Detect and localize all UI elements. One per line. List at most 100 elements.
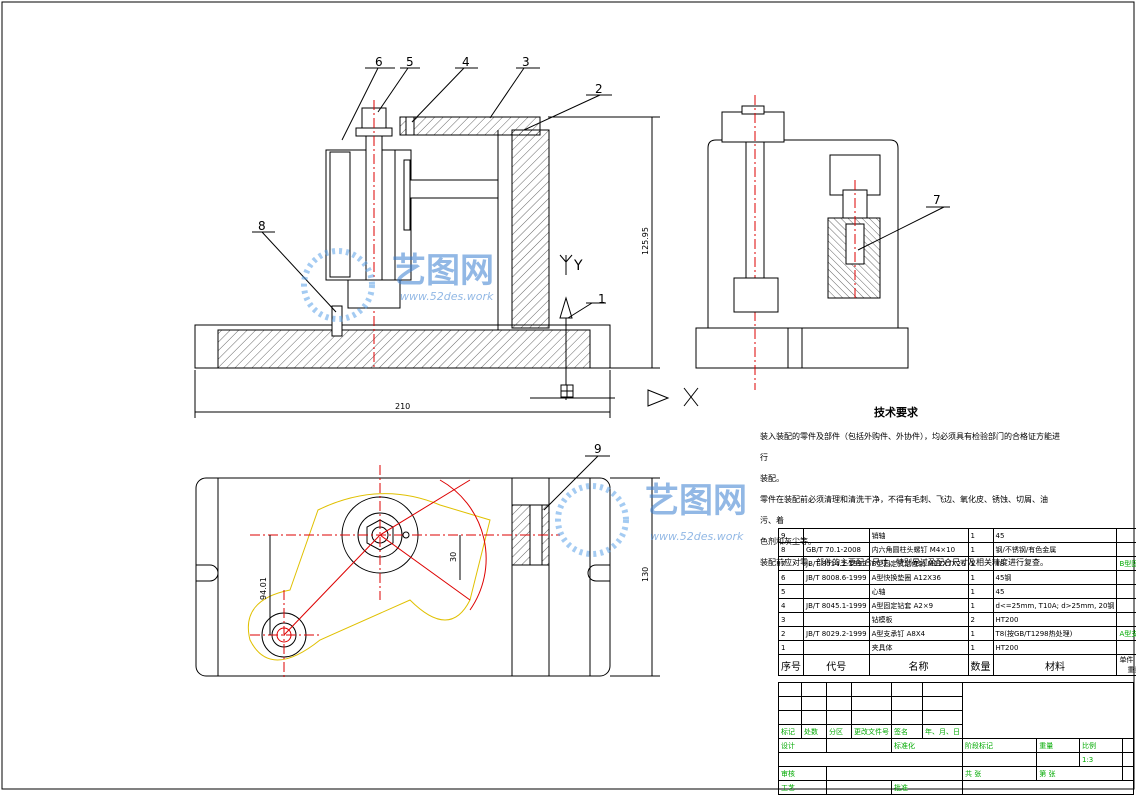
- tb-count: 处数: [802, 725, 827, 739]
- tb-design: 设计: [779, 739, 827, 753]
- bom-cell-qty: 1: [968, 641, 993, 655]
- balloon-9: 9: [594, 442, 602, 456]
- tb-date: 年、月、日: [923, 725, 963, 739]
- dim-left: 94.01: [259, 577, 268, 600]
- bom-cell-no: 8: [779, 543, 804, 557]
- bom-cell-material: 45: [993, 585, 1117, 599]
- bom-cell-no: 9: [779, 529, 804, 543]
- tb-mark: 标记: [779, 725, 802, 739]
- bom-cell-note: [1117, 543, 1136, 557]
- front-view: [195, 68, 698, 418]
- bom-header-unit: 单件: [1119, 656, 1133, 664]
- bom-cell-name: A型快换垫圈 A12X36: [869, 571, 968, 585]
- bom-cell-note: [1117, 613, 1136, 627]
- watermark-site-1: www.52des.work: [400, 290, 494, 303]
- bom-cell-no: 5: [779, 585, 804, 599]
- tb-scale: 比例: [1080, 739, 1123, 753]
- bom-cell-qty: 1: [968, 627, 993, 641]
- bom-cell-note: A型支承钉: [1117, 627, 1136, 641]
- tb-zone: 分区: [827, 725, 852, 739]
- bom-header-no: 序号: [779, 655, 804, 676]
- bom-cell-material: 45: [993, 529, 1117, 543]
- tb-stage-mark: 阶段标记: [963, 739, 1037, 753]
- bom-cell-no: 6: [779, 571, 804, 585]
- dim-width-front: 210: [395, 402, 410, 411]
- tech-line-1: 装入装配的零件及部件（包括外购件、外协件），均必须具有检验部门的合格证方能进行: [760, 426, 1060, 468]
- tb-total: 共 张: [963, 767, 1037, 781]
- axis-y-label: Y: [573, 258, 583, 274]
- bom-cell-name: 心轴: [869, 585, 968, 599]
- bom-cell-code: GB/T 70.1-2008: [804, 543, 870, 557]
- tech-requirements-title: 技术要求: [874, 404, 918, 420]
- tb-process: 工艺: [779, 781, 827, 795]
- bom-cell-no: 4: [779, 599, 804, 613]
- bom-header: 序号 代号 名称 数量 材料 单件 总计重量 备注: [779, 655, 1136, 676]
- bom-cell-qty: 1: [968, 599, 993, 613]
- bom-cell-code: [804, 585, 870, 599]
- tb-page: 第 张: [1037, 767, 1123, 781]
- watermark-brand-1: 艺图网: [392, 251, 494, 291]
- tb-sheets-label: 张: [974, 770, 981, 778]
- bom-cell-code: JB/T 8008.6-1999: [804, 571, 870, 585]
- balloon-2: 2: [595, 82, 603, 96]
- bom-header-code: 代号: [804, 655, 870, 676]
- tb-docno: 更改文件号: [852, 725, 892, 739]
- balloon-1: 1: [598, 292, 606, 306]
- bom-cell-note: [1117, 641, 1136, 655]
- bom-header-weight-label: 重量: [1128, 666, 1136, 674]
- bom-cell-qty: 1: [968, 543, 993, 557]
- balloon-5: 5: [406, 55, 414, 69]
- bom-cell-no: 2: [779, 627, 804, 641]
- top-view: [196, 456, 660, 680]
- tech-line-2: 装配。: [760, 468, 1060, 489]
- bom-cell-no: 1: [779, 641, 804, 655]
- bom-cell-code: JB/T 8045.1-1999: [804, 599, 870, 613]
- bom-header-qty: 数量: [968, 655, 993, 676]
- tb-total-label: 共: [965, 770, 972, 778]
- bom-cell-name: A型支承钉 A8X4: [869, 627, 968, 641]
- bom-cell-no: 3: [779, 613, 804, 627]
- bom-cell-name: 钻模板: [869, 613, 968, 627]
- bom-header-name: 名称: [869, 655, 968, 676]
- bom-cell-qty: 1: [968, 571, 993, 585]
- bom-cell-note: [1117, 599, 1136, 613]
- bom-cell-note: [1117, 571, 1136, 585]
- bom-cell-code: [804, 641, 870, 655]
- bom-cell-qty: 1: [968, 585, 993, 599]
- tb-page-sheets: 张: [1048, 770, 1055, 778]
- balloon-6: 6: [375, 55, 383, 69]
- balloon-8: 8: [258, 219, 266, 233]
- bom-cell-note: [1117, 585, 1136, 599]
- dim-small: 30: [449, 552, 458, 562]
- bom-cell-material: 45钢: [993, 571, 1117, 585]
- bom-cell-material: d<=25mm, T10A; d>25mm, 20钢: [993, 599, 1117, 613]
- bom-cell-code: [804, 529, 870, 543]
- bom-header-material: 材料: [993, 655, 1117, 676]
- bom-cell-material: 钢/不锈钢/有色金属: [993, 543, 1117, 557]
- bom-header-weight: 单件 总计重量: [1117, 655, 1136, 676]
- bom-cell-no: 7: [779, 557, 804, 571]
- watermark-site-2: www.52des.work: [650, 530, 744, 543]
- bom-cell-material: HT200: [993, 641, 1117, 655]
- bom-cell-material: T8: [993, 557, 1117, 571]
- bom-cell-name: 销轴: [869, 529, 968, 543]
- bom-cell-material: HT200: [993, 613, 1117, 627]
- tb-approve: 批准: [892, 781, 963, 795]
- bom-cell-qty: 1: [968, 529, 993, 543]
- dim-height-top: 130: [641, 567, 650, 582]
- bom-cell-code: JB/T 8014.2-1999: [804, 557, 870, 571]
- balloon-4: 4: [462, 55, 470, 69]
- side-view: [696, 95, 950, 390]
- bom-cell-qty: 2: [968, 613, 993, 627]
- tb-std: 标准化: [892, 739, 963, 753]
- bom-cell-note: B型固定式定位销: [1117, 557, 1136, 571]
- bom-cell-name: A型固定钻套 A2×9: [869, 599, 968, 613]
- bom-cell-note: [1117, 529, 1136, 543]
- bom-cell-material: T8(按GB/T1298热处理): [993, 627, 1117, 641]
